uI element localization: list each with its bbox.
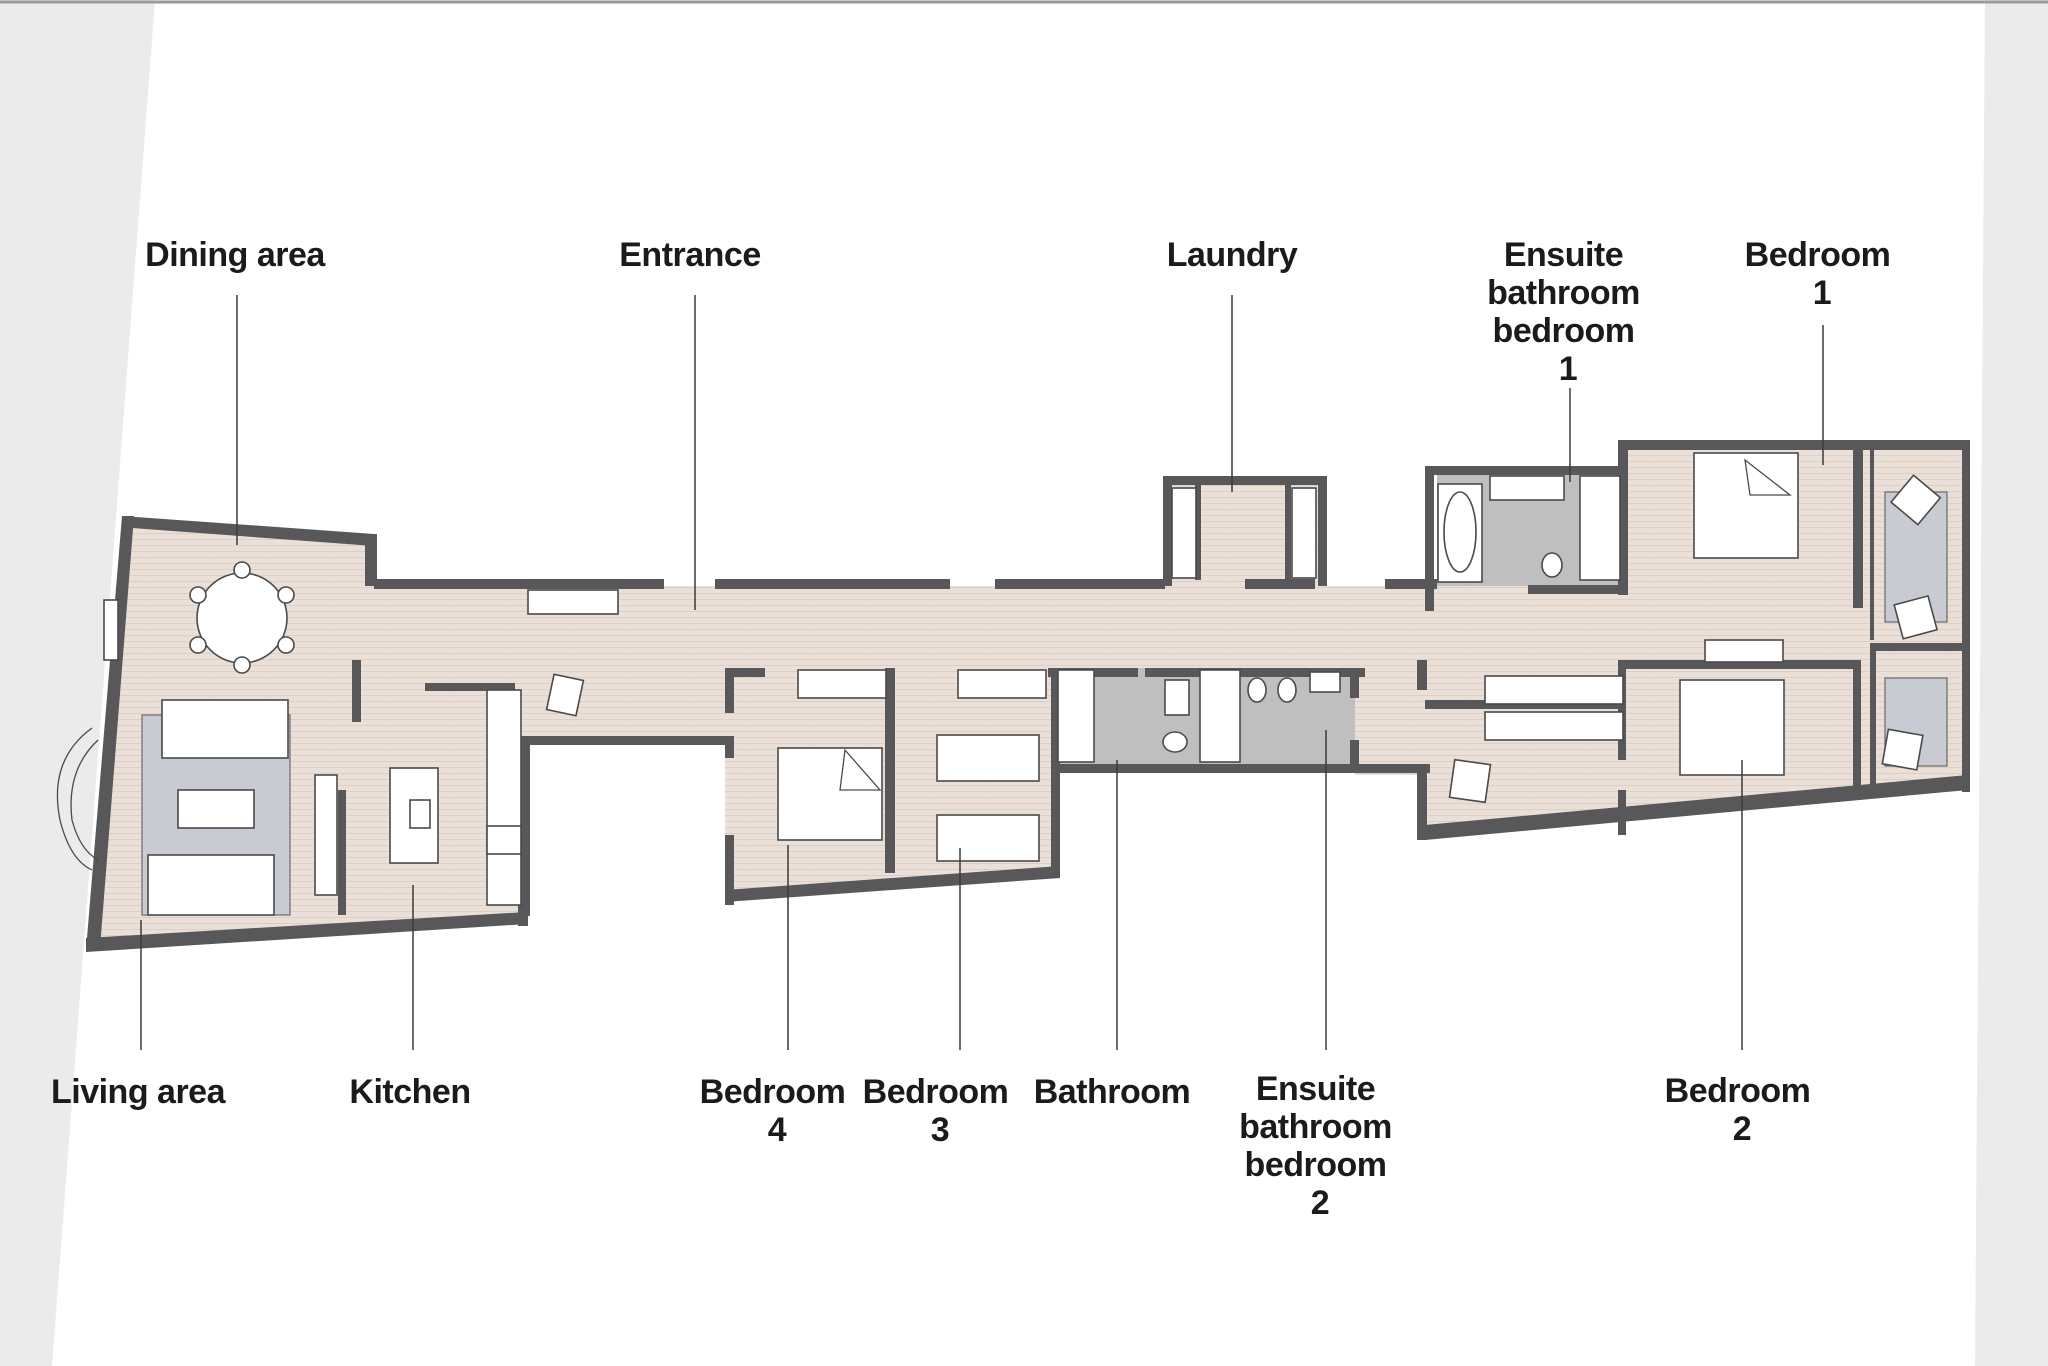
label-laundry: Laundry bbox=[1167, 236, 1298, 274]
right-margin bbox=[1975, 0, 2048, 1366]
label-ensuite-2: Ensuite bathroom bedroom 2 bbox=[1239, 1070, 1401, 1222]
label-bedroom-4: Bedroom 4 bbox=[700, 1073, 855, 1149]
left-margin bbox=[0, 0, 155, 1366]
label-living-area: Living area bbox=[51, 1073, 227, 1111]
furniture bbox=[56, 452, 1948, 916]
leader-lines bbox=[140, 295, 1824, 1050]
label-dining-area: Dining area bbox=[145, 236, 326, 274]
label-kitchen: Kitchen bbox=[349, 1073, 470, 1111]
label-bedroom-2: Bedroom 2 bbox=[1665, 1072, 1820, 1148]
label-bedroom-1: Bedroom 1 bbox=[1745, 236, 1900, 312]
label-ensuite-1: Ensuite bathroom bedroom 1 bbox=[1487, 236, 1649, 388]
room-labels: Dining area Entrance Laundry Ensuite bat… bbox=[51, 236, 1900, 1222]
label-bedroom-3: Bedroom 3 bbox=[863, 1073, 1018, 1149]
label-entrance: Entrance bbox=[619, 236, 761, 274]
walls bbox=[86, 440, 1970, 952]
label-bathroom: Bathroom bbox=[1034, 1073, 1191, 1111]
